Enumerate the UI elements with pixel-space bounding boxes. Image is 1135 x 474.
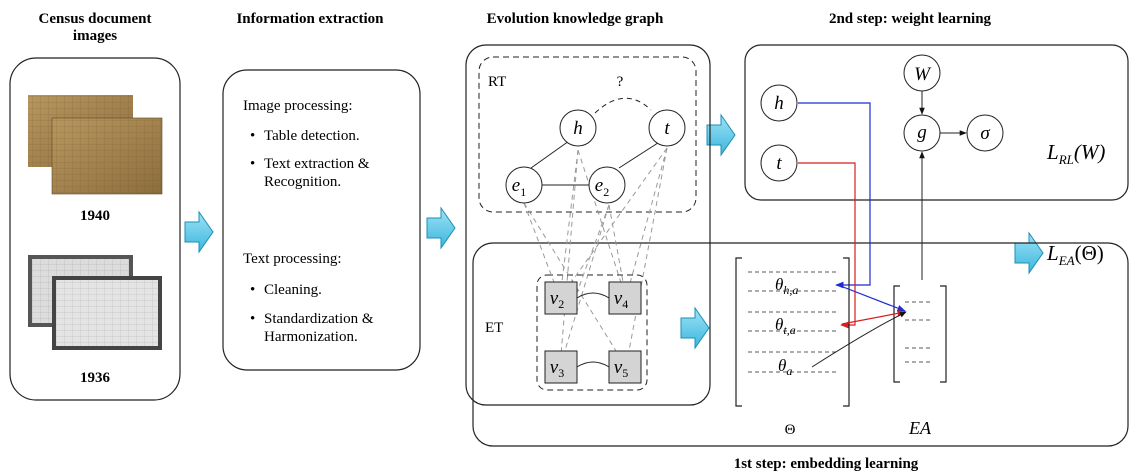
svg-text:v3: v3 [550,357,564,380]
svg-text:e2: e2 [595,175,609,199]
et-node-v2: v2 [544,281,578,315]
et-node-v3: v3 [544,350,578,384]
header-step1: 1st step: embedding learning [734,456,919,472]
arrow-et-to-embedding [680,306,710,350]
svg-text:g: g [917,122,927,143]
svg-text:t: t [776,153,782,174]
census-image-1940 [28,95,163,195]
rt-node-t: t [648,109,686,147]
header-census-line2: images [73,28,117,44]
cleaning-item: Cleaning. [264,282,322,298]
rt-box [478,56,697,213]
table-detection-item: Table detection. [264,128,360,144]
svg-text:W: W [914,64,932,85]
rt-label: RT [488,74,506,90]
arrow-to-loss-ea [1014,231,1044,275]
ea-rows [905,301,933,363]
recognition-item: Recognition. [264,174,341,190]
svg-text:t: t [664,118,670,139]
image-processing-title: Image processing: [243,98,353,114]
bullet-icon: • [250,311,255,327]
theta-h-to-ea-arrow [837,284,906,312]
red-link-t [798,162,856,329]
svg-text:v4: v4 [614,288,628,311]
blue-link-h [798,102,871,289]
rt-node-e1: e1 [505,166,543,204]
svg-text:LEA(Θ): LEA(Θ) [1046,241,1104,268]
year-1940: 1940 [80,208,110,224]
et-node-v4: v4 [608,281,642,315]
extraction-panel [222,69,421,371]
svg-text:v5: v5 [614,357,628,380]
header-step2: 2nd step: weight learning [829,11,992,27]
et-box [536,274,648,391]
theta-matrix-label: Θ [785,422,796,438]
bullet-icon: • [250,128,255,144]
year-1936: 1936 [80,370,111,386]
svg-text:σ: σ [980,123,990,144]
ekg-panel [465,44,711,406]
et-label: ET [485,320,503,336]
question-mark: ? [617,74,624,90]
embedding-learning-panel [472,242,1129,447]
weight-node-g: g [903,114,941,152]
rt-node-h: h [559,109,597,147]
theta-h-a: θh,a [775,275,798,297]
bullet-icon: • [250,156,255,172]
ea-label: EA [908,418,932,438]
theta-matrix [735,257,850,407]
arrow-extraction-to-ekg [426,206,456,250]
text-extraction-item: Text extraction & [264,156,370,172]
header-ekg: Evolution knowledge graph [487,11,664,27]
loss-ea: LEA(Θ) [1046,241,1104,268]
ea-matrix [893,285,947,383]
svg-text:h: h [774,93,784,114]
arrow-rt-to-weight [706,113,736,157]
et-edges [576,292,610,368]
weight-node-sigma: σ [966,114,1004,152]
et-node-v5: v5 [608,350,642,384]
svg-text:e1: e1 [512,175,526,199]
weight-node-h: h [760,84,798,122]
header-census-line1: Census document [39,11,152,27]
svg-text:h: h [573,118,583,139]
bullet-icon: • [250,282,255,298]
theta-rows [748,271,836,373]
arrow-census-to-extraction [184,210,214,254]
svg-text:LRL(W): LRL(W) [1046,140,1105,167]
census-image-1936 [28,255,162,350]
harmonization-item: Harmonization. [264,329,358,345]
theta-t-a: θt,a [775,315,796,337]
svg-text:v2: v2 [550,288,564,311]
standardization-item: Standardization & [264,311,374,327]
theta-a-to-ea-arrow [811,311,907,368]
header-extraction: Information extraction [236,11,384,27]
theta-t-to-ea-arrow [841,310,906,325]
rt-edges [530,97,662,186]
text-processing-title: Text processing: [243,251,342,267]
weight-node-t: t [760,144,798,182]
weight-node-W: W [903,54,941,92]
loss-rl: LRL(W) [1046,140,1105,167]
theta-a: θa [778,356,792,378]
rt-node-e2: e2 [588,166,626,204]
